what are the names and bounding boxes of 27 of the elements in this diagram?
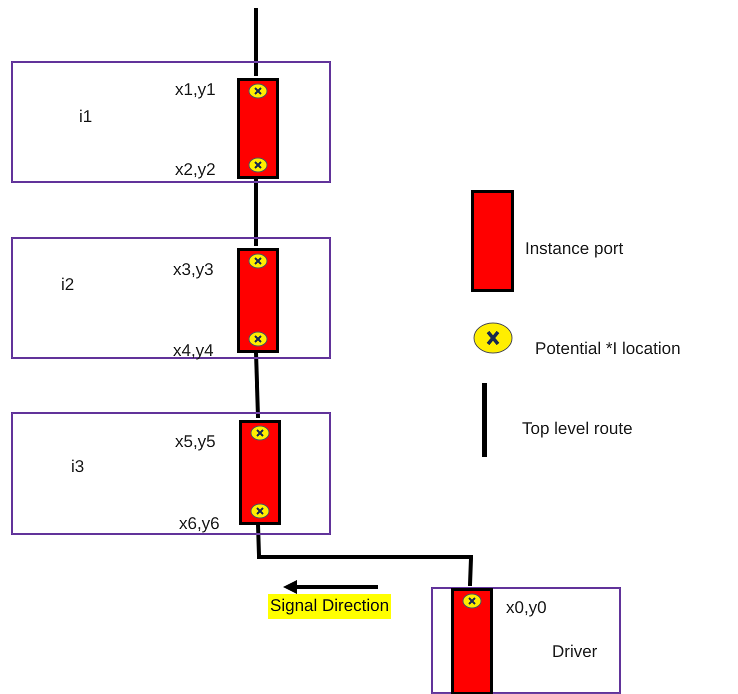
- port-bar: [239, 420, 281, 525]
- signal-direction-label: Signal Direction: [268, 594, 392, 619]
- legend-label: Potential *I location: [535, 340, 681, 357]
- instance-box: [11, 412, 331, 535]
- instance-box: [11, 237, 331, 359]
- box-label: i1: [79, 108, 92, 125]
- port-bar: [237, 248, 279, 353]
- box-label: x2,y2: [175, 161, 216, 178]
- legend-label: Top level route: [522, 420, 633, 437]
- route-line: [254, 177, 258, 246]
- box-label: x1,y1: [175, 81, 216, 98]
- box-label: x0,y0: [506, 599, 547, 616]
- route-line: [254, 8, 258, 76]
- legend-label: Instance port: [525, 240, 624, 257]
- box-label: i3: [71, 458, 84, 475]
- box-label: x6,y6: [179, 515, 220, 532]
- box-label: x4,y4: [173, 342, 214, 359]
- route-line: [254, 350, 260, 418]
- port-bar: [451, 588, 493, 694]
- route-line: [256, 522, 474, 586]
- instance-box: [11, 61, 331, 183]
- port-bar: [237, 78, 279, 179]
- box-label: x3,y3: [173, 261, 214, 278]
- box-label: Driver: [552, 643, 598, 660]
- box-label: i2: [61, 276, 74, 293]
- instance-box: [431, 587, 621, 694]
- box-label: x5,y5: [175, 433, 216, 450]
